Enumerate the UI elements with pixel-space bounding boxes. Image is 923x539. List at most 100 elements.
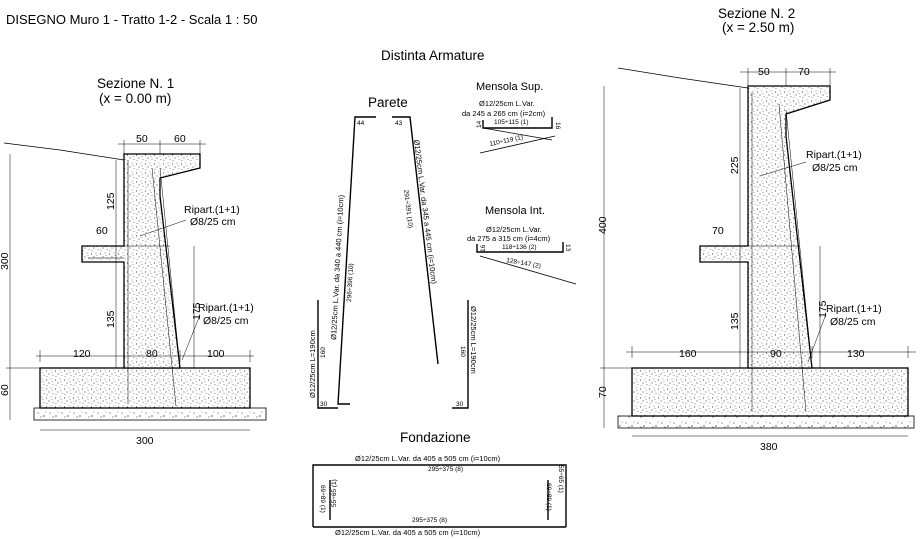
section-1-wall (81, 153, 201, 369)
section-1-dim-120: 120 (73, 348, 91, 360)
fondazione-inner-bar (329, 480, 549, 520)
section-1-ripart2-d: Ø8/25 cm (203, 315, 249, 327)
mensola-sup-dim-right: 16 (554, 122, 561, 130)
parete-bar-3-foot: 30 (320, 401, 328, 408)
mensola-sup-bar-diag (482, 127, 553, 141)
section-1-dim-100: 100 (207, 348, 225, 360)
mensola-sup-dim-top: 105÷115 (1) (494, 119, 529, 126)
section-1-ripart1-leader (139, 219, 187, 237)
section-2-dim-400: 400 (597, 216, 609, 234)
section-2-soil (617, 415, 915, 429)
fondazione-bottom-dim: 295÷375 (8) (412, 517, 447, 524)
mensola-int-dim-right: 13 (564, 244, 571, 252)
parete-bar-3-label: Ø12/25cm L=190cm (308, 330, 317, 398)
mensola-sup-group: Mensola Sup. Ø12/25cm L.Var. da 245 a 26… (462, 81, 561, 154)
mensola-sup-bar (482, 117, 553, 129)
section-2-ripart1-d: Ø8/25 cm (812, 162, 858, 174)
section-1-ripart1: Ripart.(1+1) (184, 204, 240, 216)
parete-bar-2-label: Ø12/25cm L.Var. da 345 a 445 cm (i=10cm) (412, 139, 439, 285)
section-1-ripart2-leader (181, 314, 201, 361)
distinta-title: Distinta Armature (381, 48, 485, 63)
fondazione-top-dim: 295÷375 (8) (428, 466, 463, 473)
mensola-int-dim-bottom: 128÷147 (2) (506, 257, 542, 270)
section-2-dim-70top: 70 (798, 66, 810, 78)
section-1-foundation (39, 367, 251, 409)
mensola-sup-title: Mensola Sup. (476, 81, 543, 93)
mensola-sup-dim-bottom: 110÷119 (1) (489, 134, 524, 148)
section-2: Sezione N. 2 (x = 2.50 m) 50 70 400 70 2… (597, 6, 916, 453)
section-2-foundation (631, 367, 909, 417)
parete-bar-4-foot: 30 (456, 401, 464, 408)
parete-bar-3-sub: 160 (320, 347, 327, 358)
parete-bar-1 (337, 116, 376, 405)
section-1-dim-125: 125 (105, 192, 117, 210)
section-2-dim-160: 160 (679, 348, 697, 360)
fondazione-right-inner: 69÷89 (1) (545, 483, 552, 511)
mensola-sup-lower-bar (479, 135, 556, 154)
parete-top-a: 44 (357, 120, 365, 127)
mensola-int-label2: da 275 a 315 cm (i=4cm) (467, 234, 551, 243)
section-2-rebar (778, 103, 807, 413)
parete-bar-2-sub: 291÷391 (10) (402, 189, 414, 228)
mensola-int-group: Mensola Int. Ø12/25cm L.Var. da 275 a 31… (467, 205, 577, 285)
fondazione-top-label: Ø12/25cm L.Var. da 405 a 505 cm (i=10cm) (355, 454, 501, 463)
section-1-stem-face (159, 167, 181, 369)
parete-group: Parete 44 Ø12/25cm L.Var. da 340 a 440 c… (308, 95, 478, 409)
section-1-dim-60top: 60 (174, 133, 186, 145)
parete-bar-4 (452, 300, 469, 409)
section-1-title: Sezione N. 1 (97, 76, 174, 91)
section-2-terrain-line (617, 67, 749, 89)
parete-top-b: 43 (395, 120, 403, 127)
mensola-int-bar (476, 242, 564, 253)
parete-bar-4-sub: 160 (459, 346, 466, 357)
parete-bar-4-label: Ø12/25cm L=190cm (469, 306, 478, 374)
section-1-dim-135: 135 (105, 310, 117, 328)
section-2-dim-70: 70 (712, 225, 724, 237)
section-1-terrain-line (3, 142, 125, 161)
mensola-int-dim-top: 118÷136 (2) (502, 244, 537, 251)
section-2-dim-130: 130 (847, 348, 865, 360)
fondazione-bottom-label: Ø12/25cm L.Var. da 405 a 505 cm (i=10cm) (335, 528, 481, 537)
parete-bar-1-sub: 296÷396 (10) (346, 263, 355, 302)
section-1-dim-base: 300 (136, 435, 154, 447)
section-2-dim-90: 90 (770, 348, 782, 360)
section-2-ripart2: Ripart.(1+1) (826, 303, 882, 315)
section-1-dim-50: 50 (136, 133, 148, 145)
fondazione-left-inner: 55÷65 (1) (331, 479, 338, 507)
section-1-dim-300: 300 (0, 252, 11, 270)
fondazione-top-bar (312, 464, 567, 527)
parete-bar-3 (317, 300, 338, 409)
section-1-ripart2: Ripart.(1+1) (198, 302, 254, 314)
section-2-wall (699, 85, 831, 369)
parete-title: Parete (368, 95, 408, 110)
section-2-stem-face (785, 109, 813, 369)
parete-bar-2 (392, 116, 439, 365)
drawing-title: DISEGNO Muro 1 - Tratto 1-2 - Scala 1 : … (6, 12, 257, 27)
fondazione-right-outer: 55÷65 (1) (557, 465, 564, 493)
mensola-sup-label2: da 245 a 265 cm (i=2cm) (462, 109, 546, 118)
mensola-sup-dim-left: 14 (476, 120, 483, 128)
section-1-subtitle: (x = 0.00 m) (99, 91, 171, 106)
mensola-int-dim-left: 16 (480, 244, 487, 252)
section-2-ripart1-leader (759, 161, 807, 177)
section-2-title: Sezione N. 2 (718, 6, 795, 21)
section-1-dim-60: 60 (96, 225, 108, 237)
section-2-dim-base: 380 (760, 441, 778, 453)
mensola-int-label1: Ø12/25cm L.Var. (486, 225, 542, 234)
mensola-int-title: Mensola Int. (485, 205, 545, 217)
section-2-ripart2-d: Ø8/25 cm (830, 316, 876, 328)
mensola-sup-label1: Ø12/25cm L.Var. (479, 99, 535, 108)
section-2-ripart2-leader (807, 313, 827, 363)
section-1-soil (33, 407, 267, 421)
section-2-dim-135: 135 (729, 312, 741, 330)
section-2-dim-70-base: 70 (597, 386, 609, 398)
section-2-dim-50: 50 (758, 66, 770, 78)
section-2-subtitle: (x = 2.50 m) (722, 20, 794, 35)
section-1-dim-80: 80 (146, 348, 158, 360)
section-2-dim-225: 225 (729, 156, 741, 174)
fondazione-group: Fondazione Ø12/25cm L.Var. da 405 a 505 … (312, 430, 567, 537)
section-2-dim-175: 175 (817, 300, 829, 318)
section-1-dim-60-base: 60 (0, 384, 11, 396)
section-1-ripart1-d: Ø8/25 cm (190, 216, 236, 228)
